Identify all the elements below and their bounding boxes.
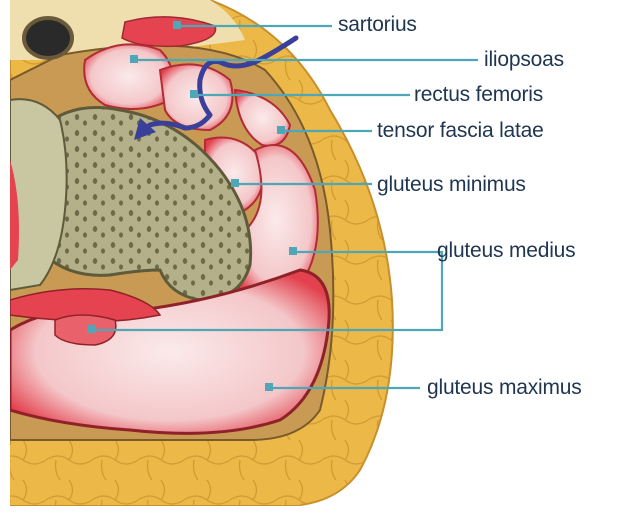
label-rectus-femoris: rectus femoris [414, 84, 543, 105]
label-tensor-fascia-latae: tensor fascia latae [377, 120, 544, 141]
label-gluteus-maximus: gluteus maximus [427, 377, 582, 398]
femoral-vessel [24, 18, 72, 58]
label-sartorius: sartorius [338, 14, 417, 35]
sartorius-muscle [122, 17, 216, 46]
label-iliopsoas: iliopsoas [484, 49, 564, 70]
label-gluteus-minimus: gluteus minimus [377, 174, 526, 195]
label-gluteus-medius: gluteus medius [437, 240, 575, 261]
